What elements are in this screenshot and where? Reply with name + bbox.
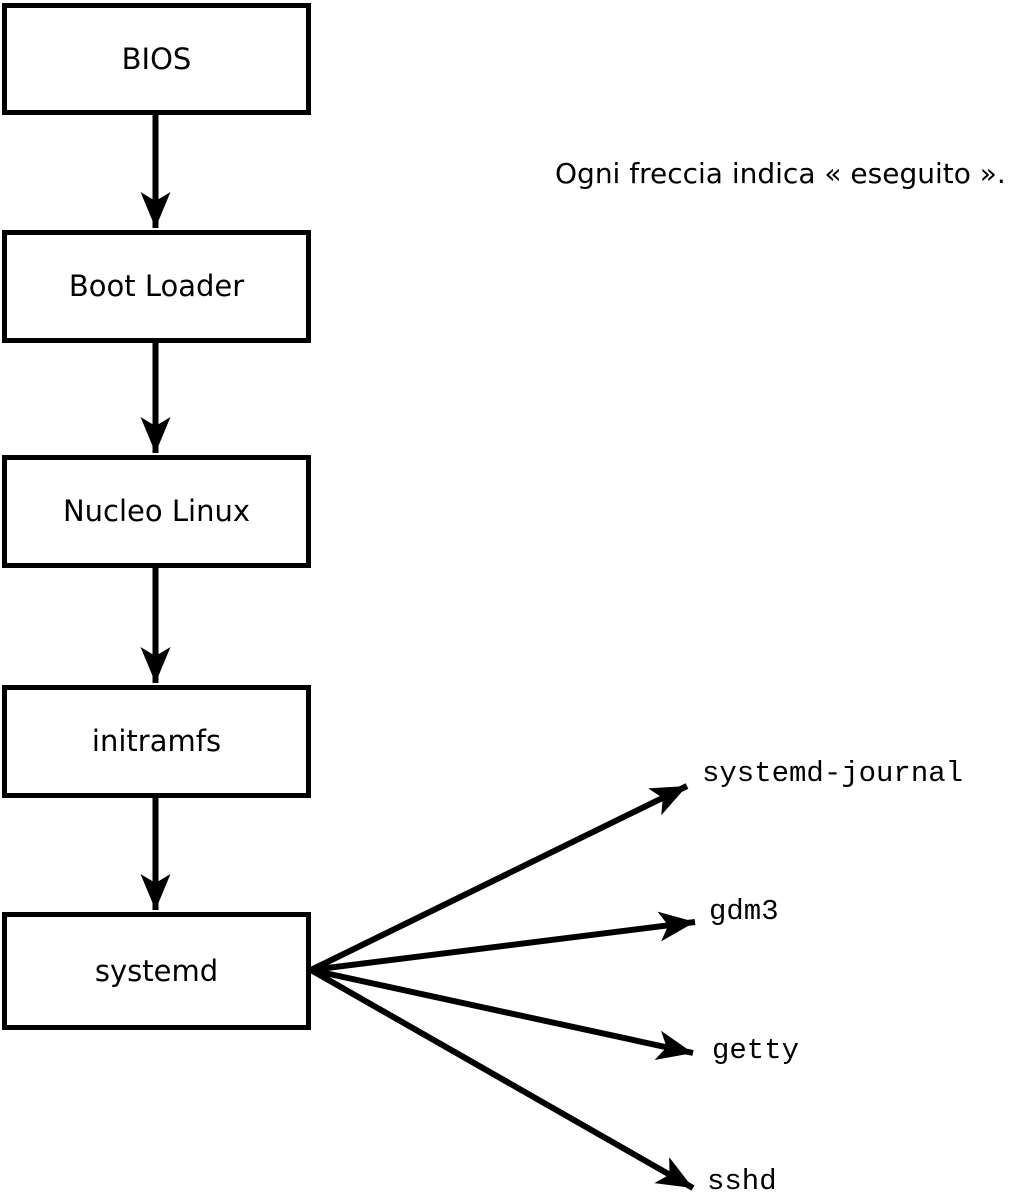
arrow-systemd-to-gdm3-icon bbox=[310, 911, 696, 973]
diagram-caption: Ogni freccia indica « eseguito ». bbox=[555, 157, 1006, 190]
arrow-systemd-to-journal-icon bbox=[309, 783, 689, 973]
box-nucleo-linux: Nucleo Linux bbox=[2, 455, 311, 568]
box-initramfs-label: initramfs bbox=[91, 724, 222, 758]
process-label-sshd: sshd bbox=[707, 1165, 777, 1193]
box-bios: BIOS bbox=[2, 3, 311, 115]
arrow-systemd-to-sshd-icon bbox=[309, 967, 695, 1191]
process-label-gdm3: gdm3 bbox=[709, 895, 779, 928]
arrow-systemd-to-getty-icon bbox=[310, 967, 694, 1061]
box-systemd: systemd bbox=[2, 912, 311, 1030]
process-label-getty: getty bbox=[712, 1034, 800, 1067]
box-boot-loader-label: Boot Loader bbox=[68, 269, 245, 303]
box-systemd-label: systemd bbox=[94, 953, 219, 988]
process-label-systemd-journal: systemd-journal bbox=[702, 757, 964, 790]
box-nucleo-linux-label: Nucleo Linux bbox=[62, 494, 250, 528]
box-boot-loader: Boot Loader bbox=[2, 230, 311, 343]
box-bios-label: BIOS bbox=[121, 41, 192, 76]
box-initramfs: initramfs bbox=[2, 685, 311, 798]
